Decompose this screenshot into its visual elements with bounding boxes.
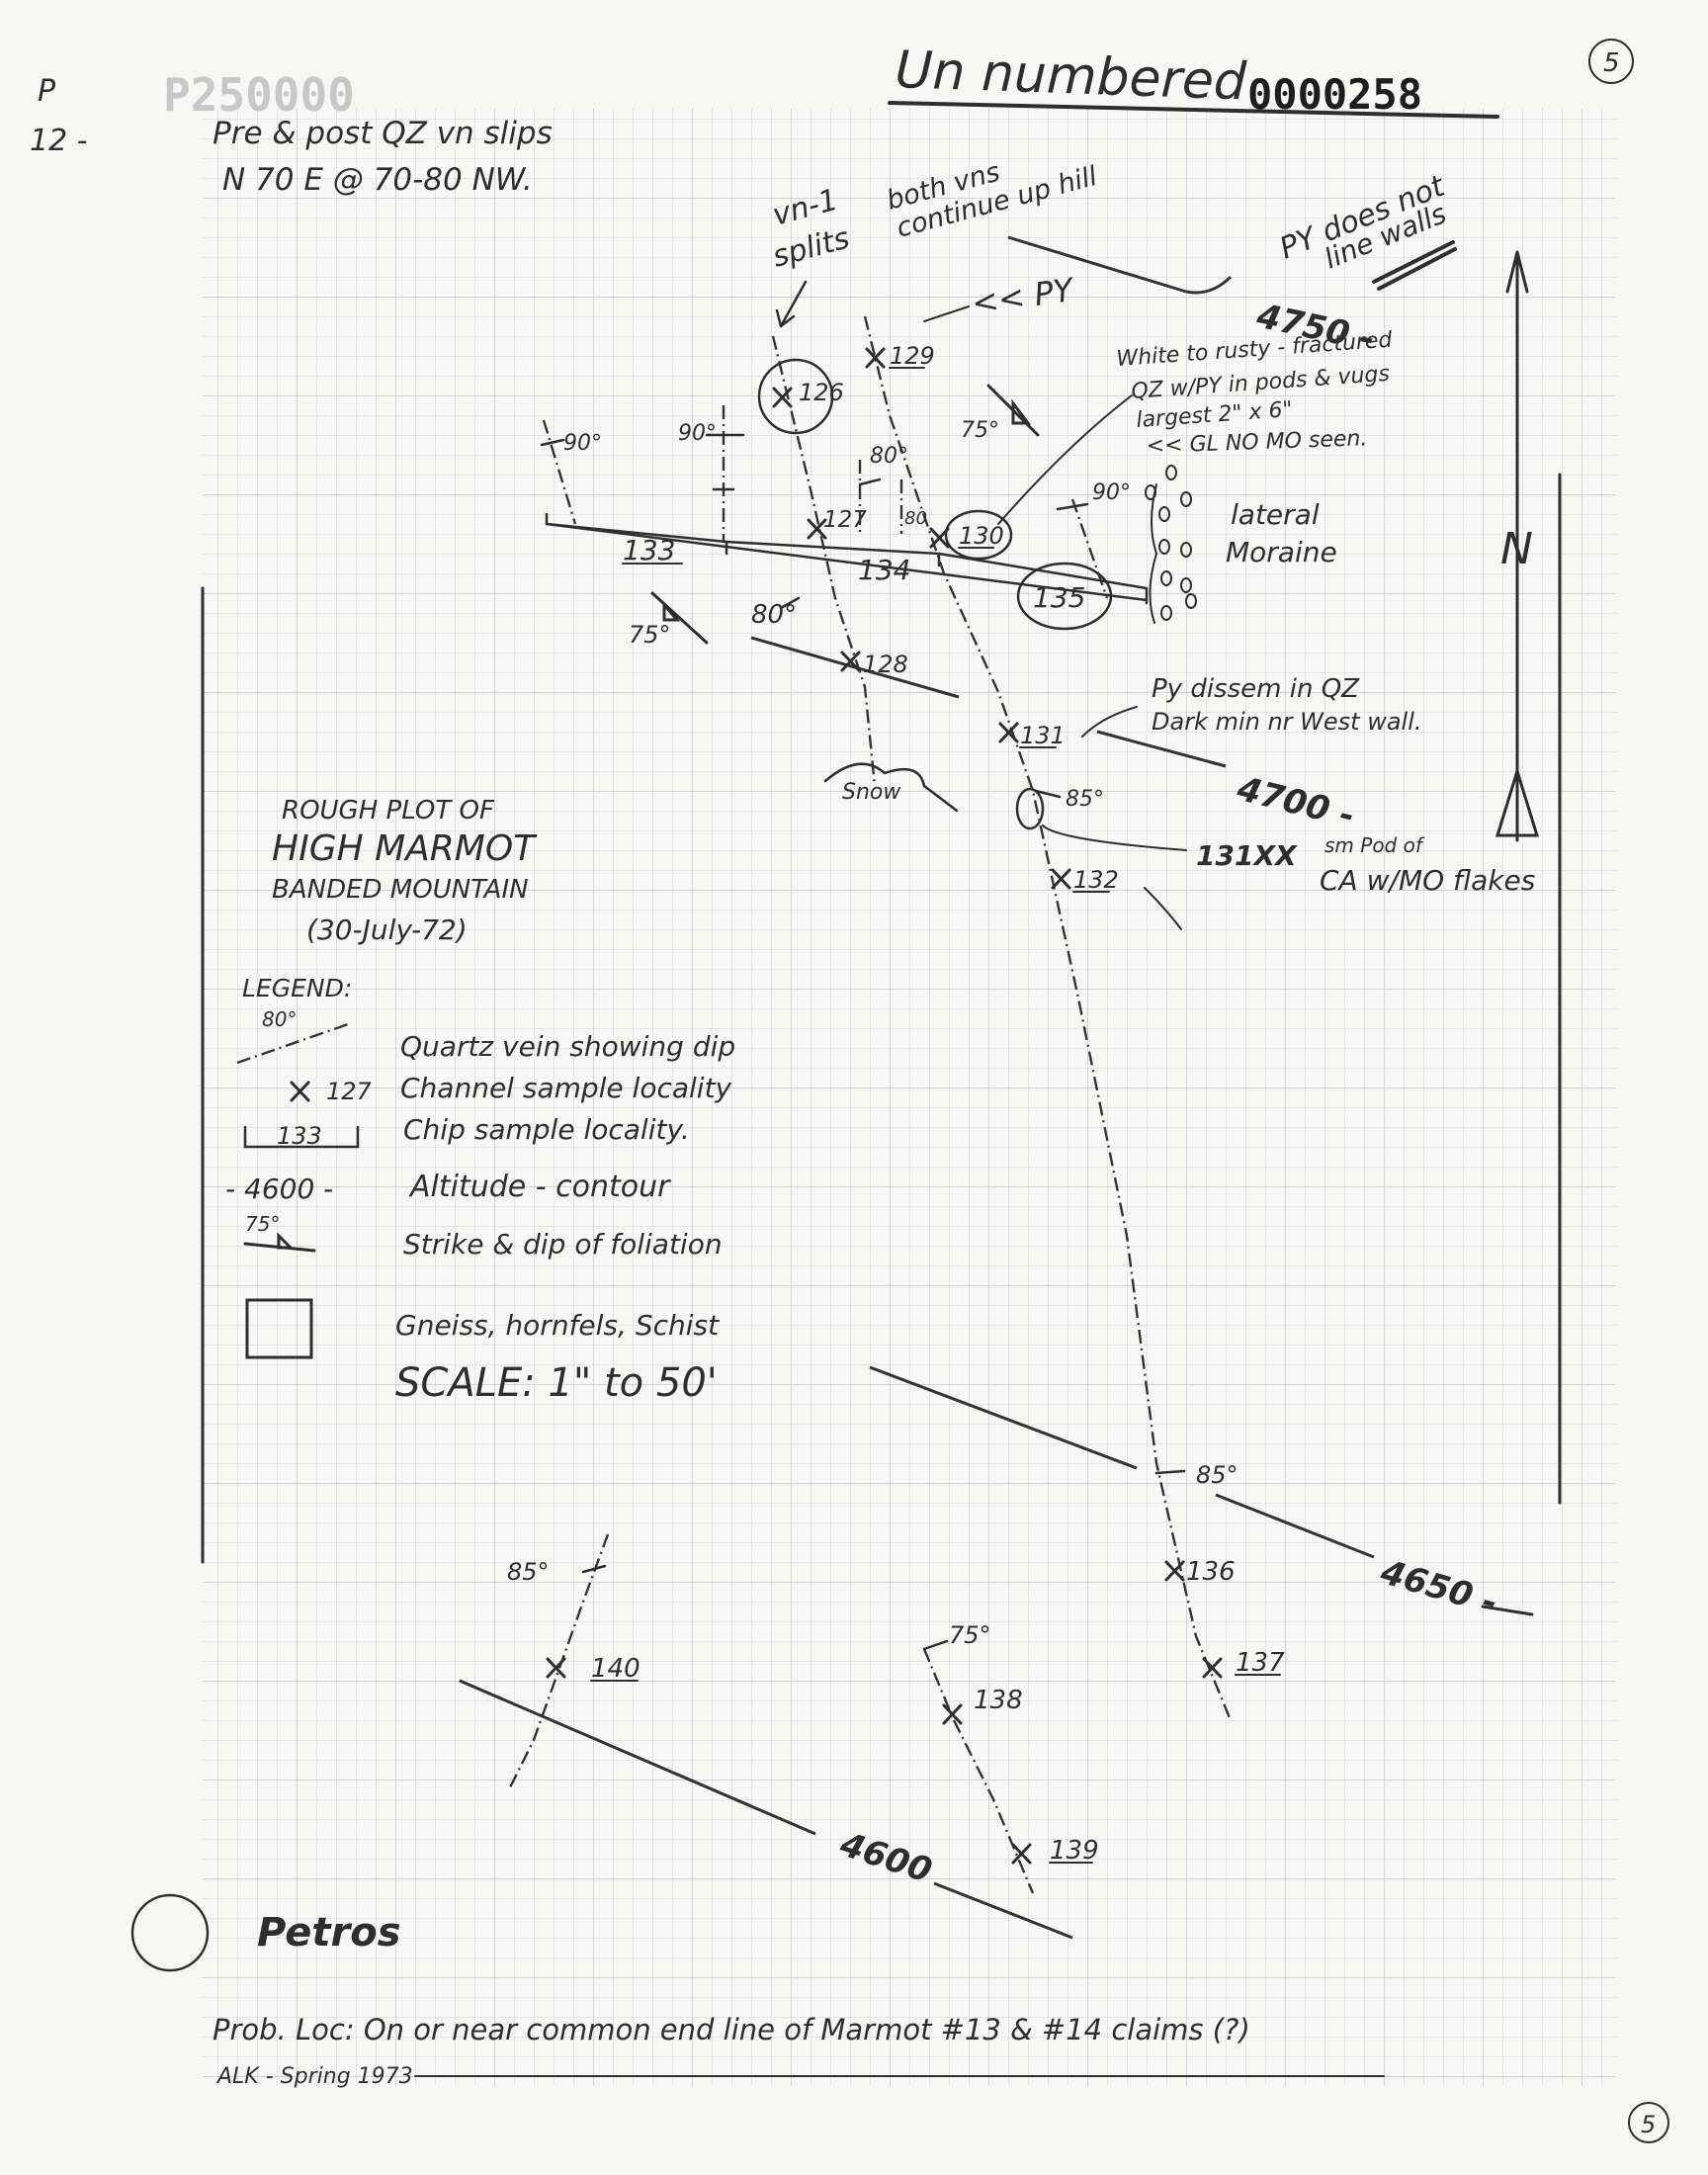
note-pod-1: sm Pod of bbox=[1324, 833, 1425, 857]
legend-chip-bracket bbox=[243, 1125, 360, 1149]
circle-130 bbox=[944, 509, 1013, 561]
foliation-75-upper: 75° bbox=[961, 418, 999, 443]
map-title-date: (30-July-72) bbox=[306, 914, 468, 946]
sample-129: 129 bbox=[890, 342, 935, 370]
sample-130: 130 bbox=[959, 522, 1004, 550]
dip-80-small: 80 bbox=[904, 508, 927, 529]
margin-p: P bbox=[38, 74, 56, 109]
legend-chip-label: Chip sample locality. bbox=[403, 1113, 690, 1146]
circle-126 bbox=[757, 358, 834, 435]
dip-90-west: 90° bbox=[563, 431, 602, 456]
note-moraine-1: lateral bbox=[1231, 498, 1320, 531]
contour-4650 bbox=[869, 1365, 1375, 1559]
north-arrow: N bbox=[1494, 250, 1540, 842]
sample-135: 135 bbox=[1033, 581, 1085, 614]
legend-channel-x bbox=[290, 1081, 310, 1102]
sample-140: 140 bbox=[591, 1654, 640, 1684]
sample-126: 126 bbox=[799, 379, 844, 406]
dip-90-center: 90° bbox=[678, 421, 717, 446]
handwritten-title: Un numbered bbox=[895, 41, 1248, 112]
legend-rock-label: Gneiss, hornfels, Schist bbox=[395, 1309, 720, 1342]
legend-foliation-dip: 75° bbox=[245, 1212, 280, 1236]
contour-4750 bbox=[1007, 235, 1187, 294]
contour-4600 bbox=[459, 1679, 1073, 1940]
note-py-dissem-1: Py dissem in QZ bbox=[1152, 674, 1360, 704]
note-131xx: 131XX bbox=[1196, 839, 1298, 872]
note-moraine-2: Moraine bbox=[1226, 536, 1337, 568]
dip-75-138: 75° bbox=[949, 1621, 991, 1649]
snow-patch bbox=[823, 762, 959, 813]
legend-scale: SCALE: 1" to 50' bbox=[395, 1360, 718, 1406]
pod-131xx bbox=[1015, 787, 1045, 830]
map-title-1: ROUGH PLOT OF bbox=[282, 796, 495, 826]
sample-136: 136 bbox=[1186, 1557, 1236, 1587]
legend-vein-dip: 80° bbox=[262, 1007, 297, 1031]
legend-foliation-symbol bbox=[243, 1232, 316, 1253]
legend-channel-label: Channel sample locality bbox=[400, 1072, 732, 1104]
map-title-2: HIGH MARMOT bbox=[272, 828, 538, 869]
quartz-vein-west bbox=[771, 335, 877, 787]
north-label: N bbox=[1500, 524, 1533, 574]
quartz-vein-east bbox=[863, 315, 1233, 1721]
svg-text:P250000: P250000 bbox=[163, 68, 355, 122]
foliation-75-lower: 75° bbox=[629, 621, 671, 649]
dip-80-lower: 80° bbox=[751, 600, 797, 630]
note-slips-1: Pre & post QZ vn slips bbox=[213, 116, 553, 151]
margin-12: 12 - bbox=[30, 124, 88, 158]
document-number: 0000258 bbox=[1247, 70, 1422, 119]
legend-foliation-label: Strike & dip of foliation bbox=[403, 1228, 723, 1261]
note-pod-2: CA w/MO flakes bbox=[1320, 864, 1535, 897]
sample-132: 132 bbox=[1073, 866, 1119, 894]
dip-85-4650: 85° bbox=[1196, 1461, 1238, 1489]
map-title-3: BANDED MOUNTAIN bbox=[272, 875, 529, 905]
sample-139: 139 bbox=[1050, 1836, 1099, 1866]
legend-heading: LEGEND: bbox=[242, 974, 352, 1002]
note-py-dissem-2: Dark min nr West wall. bbox=[1152, 708, 1422, 736]
sample-137: 137 bbox=[1236, 1648, 1285, 1678]
dip-80-upper: 80° bbox=[870, 444, 908, 469]
dip-85-pod: 85° bbox=[1066, 787, 1104, 812]
petros-circle bbox=[130, 1893, 210, 1972]
circle-135 bbox=[1016, 562, 1113, 631]
legend-channel-symbol: 127 bbox=[326, 1078, 373, 1105]
sample-133: 133 bbox=[623, 534, 675, 566]
sample-128: 128 bbox=[863, 651, 908, 678]
dip-90-east: 90° bbox=[1092, 480, 1131, 505]
sample-134: 134 bbox=[858, 554, 910, 586]
legend-contour-label: Altitude - contour bbox=[408, 1170, 671, 1204]
sample-131: 131 bbox=[1020, 722, 1066, 749]
note-petros: Petros bbox=[257, 1910, 401, 1956]
legend-chip-symbol: 133 bbox=[277, 1122, 322, 1150]
page-number-bottom: 5 bbox=[1641, 2111, 1656, 2138]
page-number-top: 5 bbox=[1603, 48, 1620, 78]
dip-85-140: 85° bbox=[507, 1558, 550, 1586]
sample-138: 138 bbox=[974, 1686, 1023, 1715]
note-snow: Snow bbox=[842, 780, 901, 805]
note-slips-2: N 70 E @ 70-80 NW. bbox=[222, 162, 533, 198]
legend-vein-label: Quartz vein showing dip bbox=[400, 1030, 735, 1063]
legend-rock-box bbox=[245, 1298, 313, 1359]
legend-vein-symbol bbox=[236, 1021, 352, 1065]
vein-segment-90a bbox=[542, 419, 577, 525]
footer-signature: ALK - Spring 1973 bbox=[215, 2064, 413, 2089]
moraine-boulders bbox=[1145, 465, 1197, 624]
legend-contour-symbol: - 4600 - bbox=[225, 1173, 333, 1205]
footer-prob-loc: Prob. Loc: On or near common end line of… bbox=[213, 2013, 1250, 2046]
quartz-vein-140 bbox=[507, 1533, 610, 1790]
sample-127: 127 bbox=[823, 507, 867, 533]
